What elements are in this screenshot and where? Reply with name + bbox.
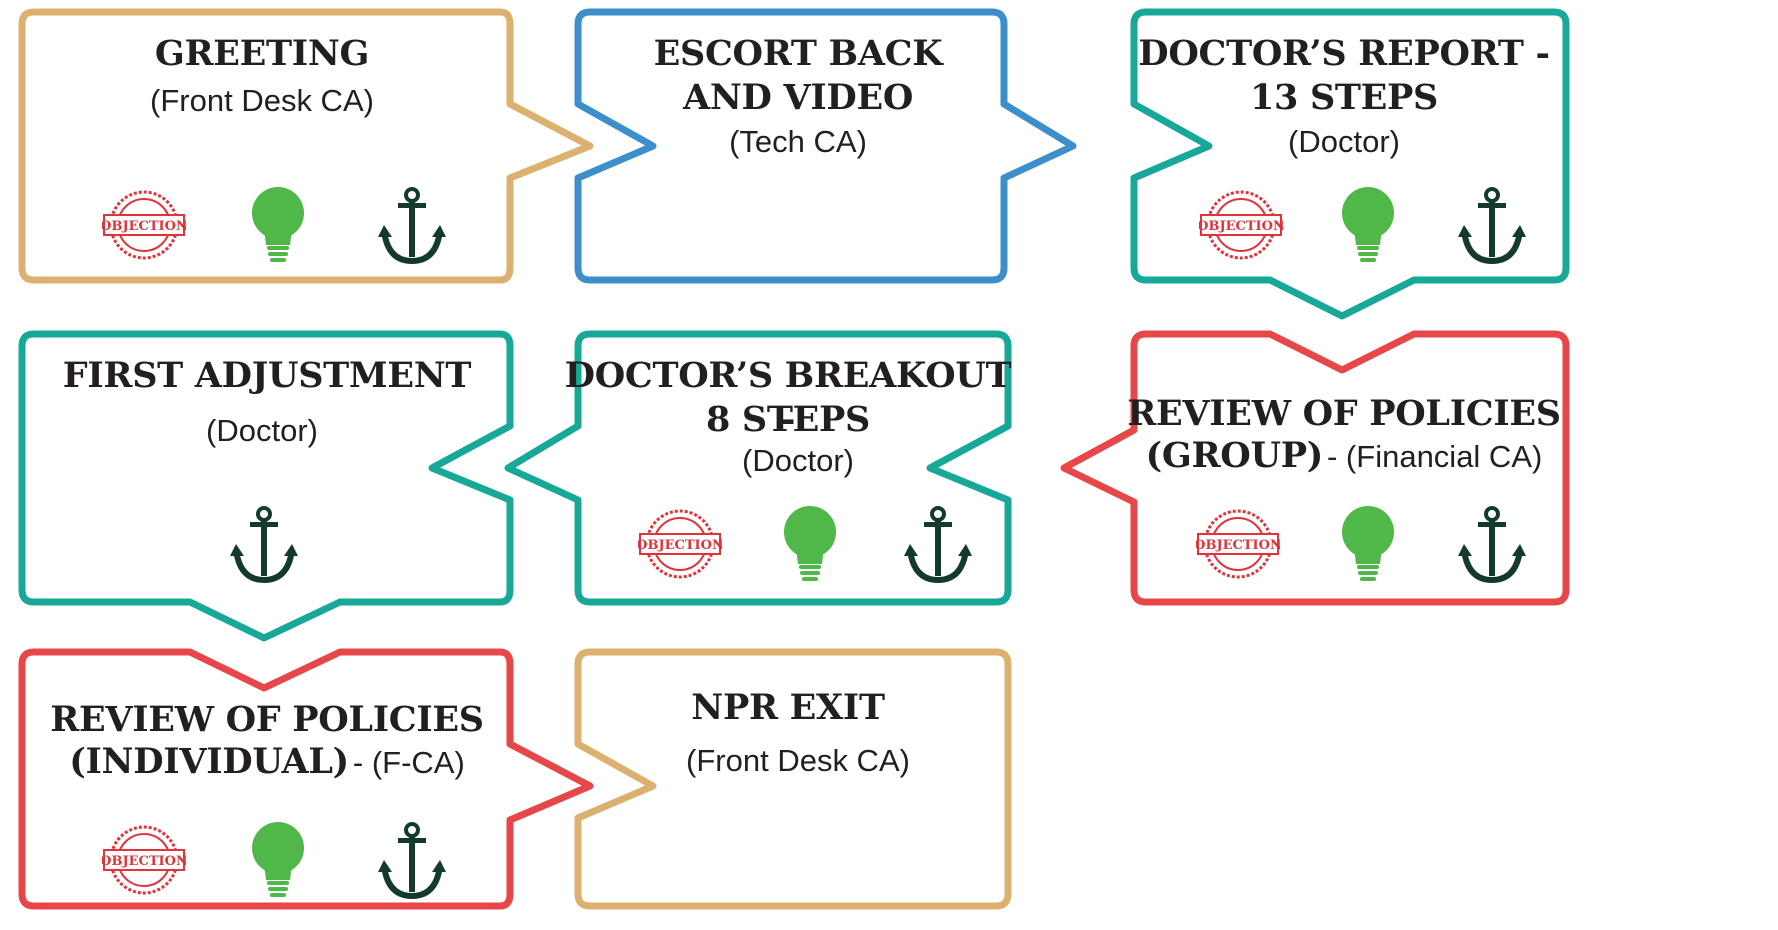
callout-shape-left-notch — [574, 648, 1012, 910]
stamp-label: OBJECTION — [1196, 538, 1280, 553]
step-title-line-1: REVIEW OF POLICIES — [1127, 393, 1561, 434]
anchor-icon — [1450, 504, 1534, 584]
step-doctors-report: DOCTOR’S REPORT - 13 STEPS (Doctor) OBJE… — [1124, 8, 1624, 320]
anchor-icon — [370, 185, 454, 265]
objection-stamp-icon: OBJECTION — [102, 185, 186, 265]
callout-shape-left-arrows — [504, 330, 1012, 606]
objection-stamp-icon: OBJECTION — [1199, 185, 1283, 265]
step-title-line-1: DOCTOR’S REPORT - — [1138, 33, 1550, 74]
anchor-icon — [1450, 185, 1534, 265]
anchor-icon — [370, 820, 454, 900]
step-role: (Doctor) — [742, 443, 854, 478]
callout-shape-bottom-arrow — [1130, 8, 1570, 320]
step-title-role-line: (GROUP) - (Financial CA) — [1114, 432, 1574, 487]
step-icons: OBJECTION — [568, 504, 1068, 584]
anchor-icon — [222, 504, 306, 584]
step-title-line-1: REVIEW OF POLICIES — [50, 699, 484, 740]
step-role: - (F-CA) — [352, 745, 465, 780]
step-role: (Doctor) — [1288, 124, 1400, 159]
step-icons: OBJECTION — [1094, 504, 1594, 584]
step-icons — [12, 504, 512, 584]
stamp-label: OBJECTION — [638, 538, 722, 553]
callout-shape-right-arrow — [18, 8, 594, 284]
step-role: (Doctor) — [206, 413, 318, 448]
lightbulb-icon — [236, 820, 320, 900]
step-role: (Front Desk CA) — [150, 83, 374, 118]
step-icons: OBJECTION — [1094, 185, 1594, 265]
step-doctors-breakout: DOCTOR’S BREAKOUT - 8 STEPS (Doctor) OBJ… — [504, 330, 1068, 612]
step-role: (Front Desk CA) — [686, 743, 910, 778]
step-escort-back-and-video: ESCORT BACK AND VIDEO (Tech CA) — [568, 8, 1077, 290]
step-review-of-policies-group: REVIEW OF POLICIES (GROUP) - (Financial … — [1060, 330, 1624, 612]
step-greeting: GREETING (Front Desk CA) OBJECTION — [12, 8, 594, 290]
step-review-of-policies-individual: REVIEW OF POLICIES (INDIVIDUAL) - (F-CA)… — [12, 648, 594, 930]
stamp-label: OBJECTION — [102, 854, 186, 869]
step-icons: OBJECTION — [12, 185, 512, 265]
step-title: FIRST ADJUSTMENT — [62, 355, 472, 396]
anchor-icon — [896, 504, 980, 584]
step-title-line-2: 8 STEPS — [705, 399, 871, 440]
lightbulb-icon — [1326, 185, 1410, 265]
step-title-line-2: AND VIDEO — [682, 77, 914, 118]
lightbulb-icon — [1326, 504, 1410, 584]
objection-stamp-icon: OBJECTION — [638, 504, 722, 584]
objection-stamp-icon: OBJECTION — [102, 820, 186, 900]
step-title: GREETING — [154, 33, 370, 74]
step-title-line-1: DOCTOR’S BREAKOUT - — [564, 355, 1012, 440]
step-title-line-2: (GROUP) — [1145, 435, 1324, 476]
step-icons: OBJECTION — [12, 820, 512, 900]
callout-shape-left-arrow-top-notch — [1060, 330, 1570, 606]
step-role: - (Financial CA) — [1327, 439, 1543, 474]
callout-shape-left-arrow-bottom — [18, 330, 514, 642]
step-first-adjustment: FIRST ADJUSTMENT (Doctor) — [12, 330, 514, 642]
step-npr-exit: NPR EXIT (Front Desk CA) — [568, 648, 1068, 930]
lightbulb-icon — [236, 185, 320, 265]
callout-shape-both-arrows — [574, 8, 1077, 284]
step-role: (Tech CA) — [729, 124, 867, 159]
step-title-line-1: ESCORT BACK — [653, 33, 943, 74]
lightbulb-icon — [768, 504, 852, 584]
step-title: NPR EXIT — [691, 687, 885, 728]
stamp-label: OBJECTION — [1199, 219, 1283, 234]
step-title-line-2: 13 STEPS — [1249, 77, 1439, 118]
step-title-line-2: (INDIVIDUAL) — [69, 741, 349, 782]
objection-stamp-icon: OBJECTION — [1196, 504, 1280, 584]
step-title-role-line: (INDIVIDUAL) - (F-CA) — [37, 738, 497, 793]
stamp-label: OBJECTION — [102, 219, 186, 234]
